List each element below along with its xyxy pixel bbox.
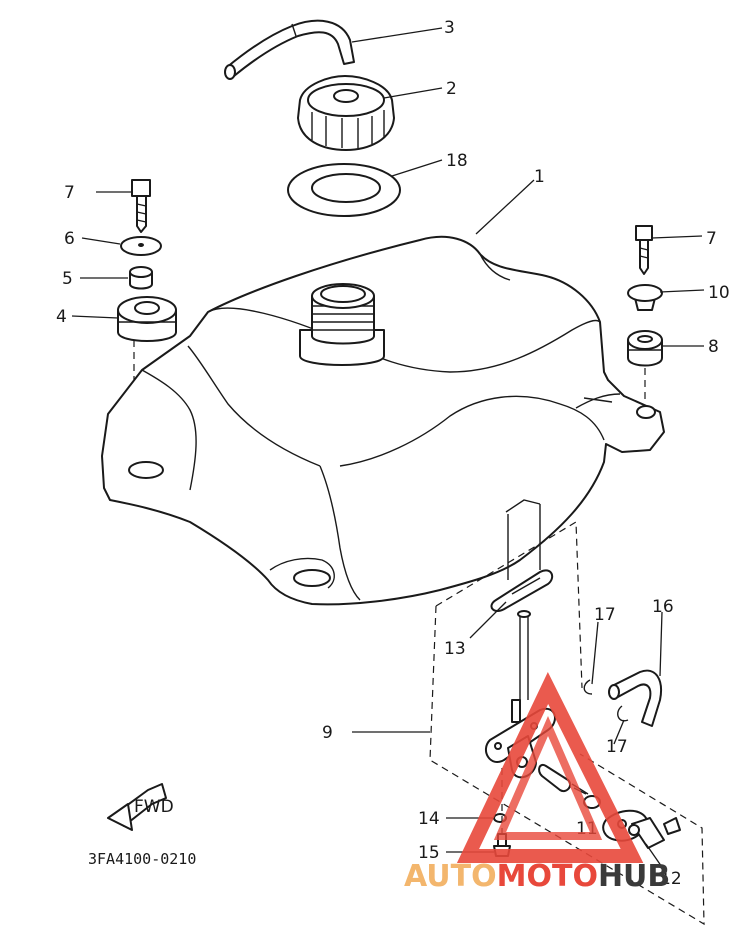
- callout-17-bottom: 17: [606, 737, 628, 757]
- hose-clip-part: [583, 679, 629, 722]
- drawing-code: 3FA4100-0210: [88, 850, 196, 868]
- callout-7-left: 7: [64, 183, 75, 203]
- callout-5: 5: [62, 269, 73, 289]
- watermark-moto: MOTO: [497, 859, 598, 894]
- right-collar-part: [627, 284, 663, 311]
- fuel-hose-outlet-part: [608, 669, 662, 727]
- callout-10: 9: [322, 723, 333, 743]
- fuel-screen-part: [505, 499, 541, 580]
- callout-7-right: 7: [706, 229, 717, 249]
- callout-14: 14: [418, 809, 440, 829]
- fuel-tank-part: [101, 235, 665, 606]
- watermark-logo: AUTOMOTOHUB: [404, 672, 670, 894]
- callout-9: 10: [708, 283, 730, 303]
- right-damper-part: [627, 330, 663, 367]
- watermark-triangle-icon: [456, 672, 644, 863]
- callout-16: 16: [652, 597, 674, 617]
- callout-4: 4: [56, 307, 67, 327]
- callout-12: 12: [660, 869, 682, 889]
- callout-2: 2: [446, 79, 457, 99]
- watermark-text: AUTOMOTOHUB: [404, 859, 670, 894]
- o-ring-part: [490, 569, 554, 612]
- callout-8: 8: [708, 337, 719, 357]
- fwd-label: FWD: [134, 797, 174, 817]
- assembly-boundary-bottom: [429, 605, 705, 926]
- fuel-cap-part: [297, 75, 395, 151]
- left-bolt-part: [131, 179, 151, 233]
- watermark-auto: AUTO: [404, 859, 497, 894]
- right-bolt-part: [635, 225, 653, 275]
- callout-15: 15: [418, 843, 440, 863]
- left-washer-part: [120, 236, 162, 256]
- callout-1: 1: [534, 167, 545, 187]
- cap-gasket-part: [287, 163, 401, 217]
- watermark-hub: HUB: [598, 859, 670, 894]
- left-collar-part: [129, 266, 153, 290]
- callout-6: 6: [64, 229, 75, 249]
- callout-18: 18: [446, 151, 468, 171]
- callout-17-top: 17: [594, 605, 616, 625]
- assembly-boundary-top: [435, 520, 583, 689]
- callout-13: 13: [444, 639, 466, 659]
- fuel-hose-part: [224, 19, 355, 80]
- left-damper-part: [117, 296, 177, 342]
- fwd-arrow-icon: FWD: [107, 783, 174, 831]
- leader-lines: [71, 27, 705, 871]
- callout-3: 3: [444, 18, 455, 38]
